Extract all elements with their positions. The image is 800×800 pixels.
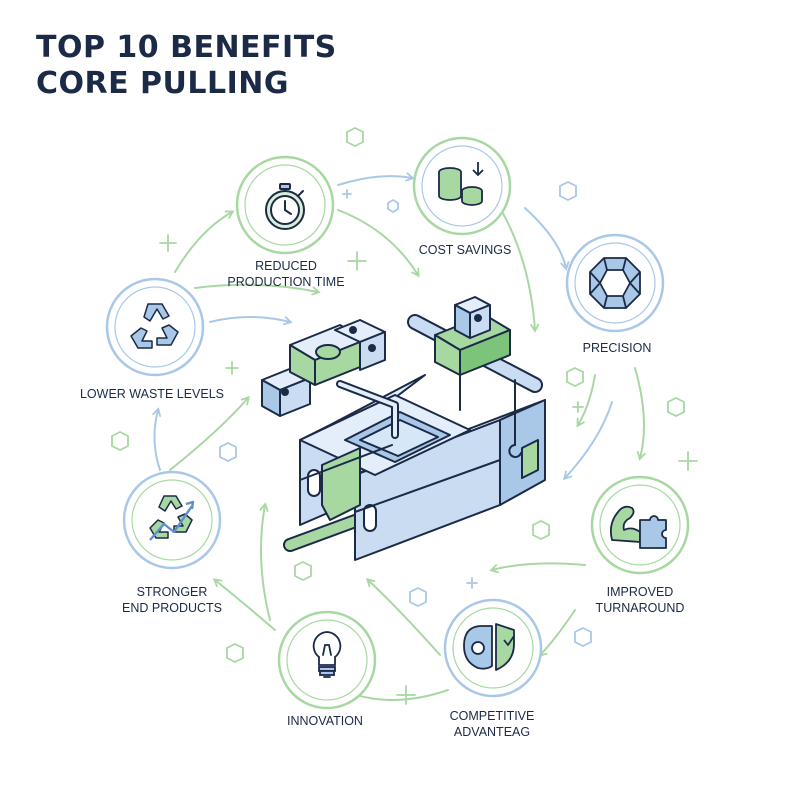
gear-shield-icon xyxy=(463,623,515,671)
stopwatch-icon xyxy=(265,183,305,230)
hexagon-decoration xyxy=(294,560,312,582)
recycle-arrow-icon xyxy=(149,495,195,541)
label-precision: PRECISION xyxy=(583,340,652,356)
gem-icon xyxy=(589,257,641,309)
lightbulb-icon xyxy=(312,631,342,678)
label-improved-turnaround: IMPROVED TURNAROUND xyxy=(596,584,685,616)
hexagon-decoration xyxy=(387,198,399,214)
hexagon-decoration xyxy=(532,519,550,541)
recycle-icon xyxy=(130,303,179,349)
arrow xyxy=(174,210,235,273)
arrow xyxy=(209,316,293,326)
arrow xyxy=(524,207,570,271)
title-line-1: TOP 10 BENEFITS xyxy=(36,30,337,65)
hexagon-decoration xyxy=(219,441,237,463)
label-line: TURNAROUND xyxy=(595,601,685,615)
hexagon-decoration xyxy=(566,366,584,388)
label-cost-savings: COST SAVINGS xyxy=(419,242,512,258)
label-innovation: INNOVATION xyxy=(287,713,363,729)
benefit-reduced-production-time xyxy=(235,155,335,255)
title-line-2: CORE PULLING xyxy=(36,66,290,101)
label-line: STRONGER xyxy=(136,585,208,599)
label-line: LOWER WASTE LEVELS xyxy=(79,387,225,401)
label-line: REDUCED xyxy=(255,259,317,273)
label-line: COST SAVINGS xyxy=(418,243,512,257)
arrow xyxy=(563,401,613,481)
page-title: TOP 10 BENEFITS CORE PULLING xyxy=(36,30,337,102)
plus-decoration xyxy=(159,234,177,252)
hexagon-decoration xyxy=(346,126,364,148)
plus-decoration xyxy=(466,577,478,589)
arrow xyxy=(538,609,576,657)
benefit-precision xyxy=(565,233,665,333)
plus-decoration xyxy=(572,401,584,413)
hexagon-decoration xyxy=(667,396,685,418)
arrow xyxy=(169,395,250,471)
label-lower-waste-levels: LOWER WASTE LEVELS xyxy=(80,386,224,402)
hexagon-decoration xyxy=(574,626,592,648)
arrow xyxy=(634,367,647,461)
label-reduced-production-time: REDUCED PRODUCTION TIME xyxy=(227,258,344,290)
flow-arrows xyxy=(151,172,647,701)
plus-decoration xyxy=(347,251,367,271)
label-line: PRECISION xyxy=(582,341,652,355)
benefit-lower-waste-levels xyxy=(105,277,205,377)
arrow xyxy=(212,578,276,631)
arrow xyxy=(194,283,321,296)
strong-arm-puzzle-icon xyxy=(609,505,667,549)
arrow xyxy=(365,578,441,656)
label-line: END PRODUCTS xyxy=(121,601,223,615)
benefit-improved-turnaround xyxy=(590,475,690,575)
benefit-competitive-advantage xyxy=(443,598,543,698)
plus-decoration xyxy=(342,189,352,199)
label-line: IMPROVED xyxy=(606,585,674,599)
plus-decoration xyxy=(678,451,698,471)
benefit-cost-savings xyxy=(412,136,512,236)
label-line: COMPETITIVE xyxy=(449,709,535,723)
arrow xyxy=(337,172,415,186)
arrow xyxy=(337,209,420,278)
arrow xyxy=(259,502,271,621)
benefit-circles xyxy=(105,136,690,710)
benefit-stronger-end-products xyxy=(122,470,222,570)
arrow xyxy=(576,374,596,428)
benefit-innovation xyxy=(277,610,377,710)
arrow xyxy=(489,562,586,574)
label-line: PRODUCTION TIME xyxy=(227,275,345,289)
label-line: INNOVATION xyxy=(287,714,363,728)
mold-core-pulling-machine-icon xyxy=(261,296,546,561)
decorations xyxy=(111,126,698,705)
hexagon-decoration xyxy=(409,586,427,608)
label-stronger-end-products: STRONGER END PRODUCTS xyxy=(122,584,222,616)
coin-stack-icon xyxy=(438,162,484,206)
hexagon-decoration xyxy=(226,642,244,664)
hexagon-decoration xyxy=(559,180,577,202)
plus-decoration xyxy=(396,685,416,705)
label-competitive-advantage: COMPETITIVE ADVANTEAG xyxy=(450,708,535,740)
plus-decoration xyxy=(225,361,239,375)
label-line: ADVANTEAG xyxy=(453,725,531,739)
arrow xyxy=(151,407,162,471)
arrow xyxy=(499,207,540,333)
hexagon-decoration xyxy=(111,430,129,452)
